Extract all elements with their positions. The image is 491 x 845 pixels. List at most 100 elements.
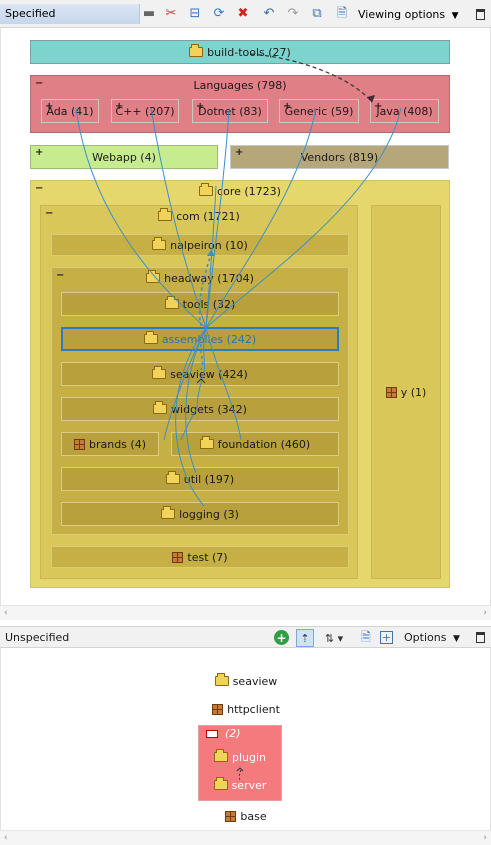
tools-node[interactable]: tools (32): [61, 292, 339, 316]
class-icon: [212, 703, 224, 715]
foundation-node[interactable]: foundation (460): [171, 432, 339, 456]
redo-icon[interactable]: ↷: [287, 6, 299, 21]
nalpeiron-node[interactable]: nalpeiron (10): [51, 234, 349, 256]
horizontal-scrollbar[interactable]: ‹ ›: [0, 605, 491, 620]
expand-icon[interactable]: +: [196, 101, 205, 112]
util-label: util (197): [183, 472, 235, 486]
collapse-icon[interactable]: −: [45, 208, 54, 219]
maximize-icon[interactable]: [476, 632, 485, 643]
package-open-icon: [152, 237, 167, 250]
dependency-diagram: build-tools (27) − Languages (798) + Ada…: [0, 28, 491, 605]
package-open-icon: [161, 506, 176, 519]
copy-icon[interactable]: ⧉: [312, 6, 322, 21]
unspecified-item-label: server: [231, 778, 267, 792]
headway-label: headway (1704): [164, 271, 254, 285]
headway-node[interactable]: − headway (1704) tools (32) assemblies (…: [51, 267, 349, 535]
maximize-icon[interactable]: [476, 9, 485, 20]
seaview-node[interactable]: seaview (424): [61, 362, 339, 386]
core-label: core (1723): [217, 184, 281, 198]
collapse-icon[interactable]: [206, 730, 218, 738]
scroll-right-icon[interactable]: ›: [483, 833, 487, 843]
java-label: Java (408): [376, 104, 433, 118]
core-node[interactable]: − core (1723) − com (1721) nalpeiron (10…: [30, 180, 450, 588]
unspecified-tab[interactable]: Unspecified: [5, 631, 70, 644]
refresh-icon[interactable]: ⟳: [213, 6, 225, 21]
widgets-label: widgets (342): [171, 402, 247, 416]
expand-icon[interactable]: +: [374, 101, 383, 112]
ada-node[interactable]: + Ada (41): [41, 99, 99, 123]
class-icon: [225, 810, 237, 822]
add-icon[interactable]: +: [274, 630, 289, 645]
expand-icon[interactable]: +: [35, 147, 44, 158]
viewing-options-menu[interactable]: Viewing options ▼: [358, 5, 468, 24]
package-open-icon: [165, 471, 180, 484]
dotnet-label: Dotnet (83): [198, 104, 262, 118]
package-open-icon: [143, 331, 158, 344]
scroll-right-icon[interactable]: ›: [483, 608, 487, 618]
specified-tab[interactable]: Specified: [0, 4, 140, 24]
dotnet-node[interactable]: + Dotnet (83): [192, 99, 268, 123]
collapse-icon[interactable]: −: [35, 183, 44, 194]
cpp-label: C++ (207): [115, 104, 175, 118]
unspecified-item-label: seaview: [232, 674, 278, 688]
cut-icon[interactable]: ✂: [165, 6, 177, 21]
options-menu[interactable]: Options ▼: [404, 627, 474, 649]
unspecified-item-httpclient[interactable]: httpclient: [191, 701, 301, 717]
generic-node[interactable]: + Generic (59): [279, 99, 359, 123]
expand-icon[interactable]: +: [115, 101, 124, 112]
package-open-icon: [164, 296, 179, 309]
unspecified-item-base[interactable]: base: [191, 808, 301, 824]
test-node[interactable]: test (7): [51, 546, 349, 568]
sort-icon[interactable]: ⇡: [296, 629, 314, 647]
horizontal-scrollbar[interactable]: ‹ ›: [0, 830, 491, 845]
widgets-node[interactable]: widgets (342): [61, 397, 339, 421]
unspecified-item-plugin[interactable]: plugin: [199, 749, 281, 765]
build-tools-node[interactable]: build-tools (27): [30, 40, 450, 64]
expand-all-icon[interactable]: +: [380, 631, 393, 644]
logging-label: logging (3): [179, 507, 239, 521]
languages-node[interactable]: − Languages (798) + Ada (41) + C++ (207)…: [30, 75, 450, 133]
package-open-icon: [153, 401, 168, 414]
collapse-icon[interactable]: ⊟: [189, 6, 201, 21]
options-label: Options: [404, 631, 447, 644]
java-node[interactable]: + Java (408): [370, 99, 439, 123]
seaview-label: seaview (424): [170, 367, 248, 381]
generic-label: Generic (59): [284, 104, 354, 118]
vendors-node[interactable]: + Vendors (819): [230, 145, 449, 169]
export-icon[interactable]: 🗎: [361, 629, 371, 644]
package-open-icon: [213, 777, 228, 790]
brands-node[interactable]: brands (4): [61, 432, 159, 456]
ada-label: Ada (41): [46, 104, 94, 118]
y-node[interactable]: y (1): [371, 205, 441, 579]
expand-icon[interactable]: +: [283, 101, 292, 112]
foundation-label: foundation (460): [217, 437, 311, 451]
export-icon[interactable]: 🗎: [336, 6, 348, 21]
package-open-icon: [199, 183, 214, 196]
filter-icon[interactable]: ▬: [142, 6, 156, 21]
collapse-icon[interactable]: −: [35, 78, 44, 89]
util-node[interactable]: util (197): [61, 467, 339, 491]
cpp-node[interactable]: + C++ (207): [111, 99, 179, 123]
expand-icon[interactable]: +: [45, 101, 54, 112]
delete-icon[interactable]: ✖: [237, 6, 249, 21]
unspecified-item-server[interactable]: server: [199, 777, 281, 793]
order-menu-icon[interactable]: ⇅ ▾: [324, 631, 344, 645]
class-icon: [385, 386, 397, 398]
viewing-options-label: Viewing options: [358, 8, 446, 21]
scroll-left-icon[interactable]: ‹: [4, 608, 8, 618]
assemblies-node[interactable]: assemblies (242): [61, 327, 339, 351]
logging-node[interactable]: logging (3): [61, 502, 339, 526]
undo-icon[interactable]: ↶: [263, 6, 275, 21]
webapp-label: Webapp (4): [92, 150, 156, 164]
com-node[interactable]: − com (1721) nalpeiron (10) − headway (1…: [40, 205, 358, 579]
vendors-label: Vendors (819): [300, 150, 379, 164]
chevron-down-icon: ▼: [452, 634, 460, 644]
unspecified-group[interactable]: (2) plugin server: [198, 725, 282, 801]
webapp-node[interactable]: + Webapp (4): [30, 145, 218, 169]
class-icon: [73, 438, 85, 450]
scroll-left-icon[interactable]: ‹: [4, 833, 8, 843]
package-open-icon: [146, 270, 161, 283]
unspecified-item-seaview[interactable]: seaview: [191, 673, 301, 689]
collapse-icon[interactable]: −: [56, 270, 65, 281]
nalpeiron-label: nalpeiron (10): [170, 238, 248, 252]
